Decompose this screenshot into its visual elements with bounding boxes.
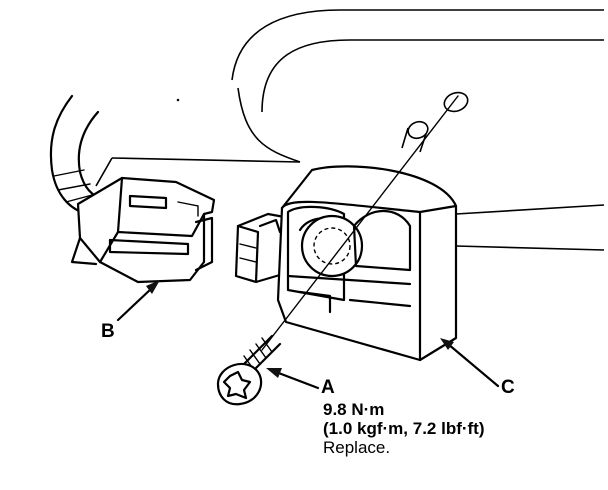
callout-a-label: A	[321, 377, 335, 398]
torque-spec: 9.8 N·m (1.0 kgf·m, 7.2 lbf·ft) Replace.	[323, 400, 485, 457]
sensor-body-c	[276, 165, 458, 362]
torque-value: 9.8 N·m	[323, 400, 385, 419]
callout-c-label: C	[501, 377, 515, 398]
callout-b-label: B	[101, 321, 115, 342]
leader-lines	[116, 280, 500, 390]
bolt-a	[216, 334, 282, 406]
torque-alt-units: (1.0 kgf·m, 7.2 lbf·ft)	[323, 419, 485, 438]
replace-note: Replace.	[323, 438, 391, 457]
bolt-axis	[261, 91, 469, 351]
harness-connector-b	[70, 176, 216, 284]
body-panel-outline	[95, 9, 605, 251]
